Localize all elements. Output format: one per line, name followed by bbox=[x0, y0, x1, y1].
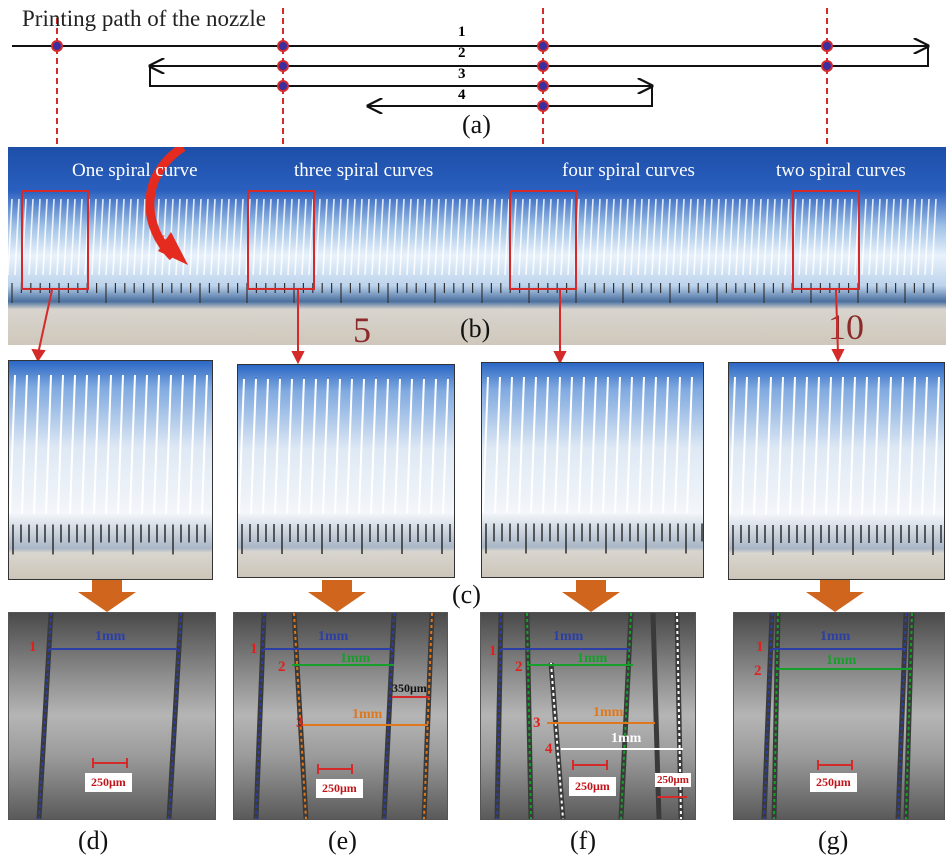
fiber-number-3: 3 bbox=[533, 715, 541, 731]
fiber-number-2: 2 bbox=[515, 659, 523, 675]
scale-bar-label: 250μm bbox=[316, 779, 363, 798]
measure-1mm-blue: 1mm bbox=[553, 629, 584, 644]
measure-1mm-green: 1mm bbox=[826, 653, 857, 668]
fiber-number-1: 1 bbox=[250, 641, 258, 657]
caption-d: (d) bbox=[78, 826, 109, 855]
caption-a: (a) bbox=[462, 110, 491, 139]
path-label-4: 4 bbox=[458, 87, 466, 103]
fiber-number-1: 1 bbox=[756, 639, 764, 655]
micrograph-f: 1 2 3 4 1mm 1mm 1mm 1mm 250μm 250μm bbox=[480, 612, 696, 820]
scale-bar-label: 250μm bbox=[85, 773, 132, 792]
measure-1mm-green: 1mm bbox=[340, 651, 371, 666]
micrograph-g: 1 2 1mm 1mm 250μm bbox=[733, 612, 945, 820]
panel-a-title: Printing path of the nozzle bbox=[22, 6, 266, 31]
path-4-line bbox=[368, 86, 653, 106]
zoom-photo-two-spiral bbox=[728, 362, 945, 580]
omega-symbol: ω bbox=[158, 226, 174, 251]
orange-arrows bbox=[78, 580, 864, 612]
measure-1mm-orange: 1mm bbox=[593, 705, 624, 720]
svg-text:10: 10 bbox=[828, 307, 864, 345]
measure-1mm-orange: 1mm bbox=[352, 707, 383, 722]
caption-c: (c) bbox=[452, 580, 481, 609]
measure-1mm-green: 1mm bbox=[577, 651, 608, 666]
label-two-spiral: two spiral curves bbox=[776, 160, 906, 181]
fiber-number-1: 1 bbox=[29, 639, 37, 655]
micrograph-e: 1 2 3 1mm 1mm 350μm 1mm 250μm bbox=[233, 612, 448, 820]
zoom-photo-four-spiral bbox=[481, 362, 704, 578]
label-three-spiral: three spiral curves bbox=[294, 160, 434, 181]
micrograph-d: 1 1mm 250μm bbox=[8, 612, 216, 820]
scale-bar-label: 250μm bbox=[810, 773, 857, 792]
scale-bar-label-small: 250μm bbox=[655, 773, 691, 787]
scale-bar-label: 250μm bbox=[569, 777, 616, 796]
label-one-spiral: One spiral curve bbox=[72, 160, 198, 181]
zoom-photo-one-spiral bbox=[8, 360, 213, 580]
svg-text:5: 5 bbox=[353, 310, 371, 345]
caption-e: (e) bbox=[328, 826, 357, 855]
zoom-photo-three-spiral bbox=[237, 364, 455, 578]
fiber-number-1: 1 bbox=[489, 643, 497, 659]
measure-1mm: 1mm bbox=[95, 629, 126, 644]
fiber-number-2: 2 bbox=[754, 663, 762, 679]
path-2-line bbox=[150, 46, 929, 66]
path-label-2: 2 bbox=[458, 45, 466, 61]
path-label-3: 3 bbox=[458, 66, 466, 82]
measure-1mm-blue: 1mm bbox=[318, 629, 349, 644]
caption-b: (b) bbox=[460, 314, 491, 343]
intersection-dots bbox=[51, 40, 833, 112]
path-label-1: 1 bbox=[458, 24, 466, 40]
measure-1mm-blue: 1mm bbox=[820, 629, 851, 644]
measure-1mm-white: 1mm bbox=[611, 731, 642, 746]
zoom-arrows bbox=[31, 290, 845, 365]
caption-g: (g) bbox=[818, 826, 849, 855]
label-four-spiral: four spiral curves bbox=[562, 160, 695, 181]
caption-f: (f) bbox=[570, 826, 596, 855]
path-3-line bbox=[149, 66, 652, 86]
fiber-number-4: 4 bbox=[545, 741, 553, 757]
tube-photo: 5 10 bbox=[8, 147, 946, 345]
fiber-number-2: 2 bbox=[278, 659, 286, 675]
fiber-number-3: 3 bbox=[296, 715, 304, 731]
measure-350um: 350μm bbox=[392, 681, 427, 695]
